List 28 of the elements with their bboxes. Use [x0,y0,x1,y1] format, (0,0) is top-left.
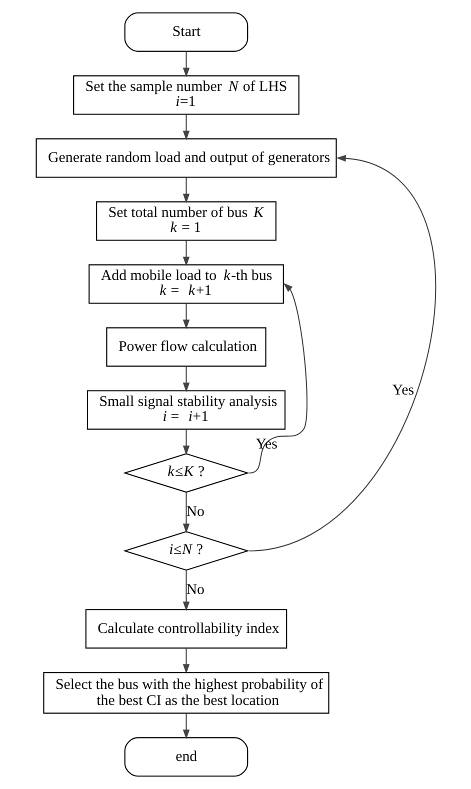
arrow [182,114,190,140]
arrow [248,282,307,474]
node-box: Select the bus with the highest probability of the best CI as the best location [42,672,329,714]
arrow [182,177,190,204]
edge-label: No [186,504,204,520]
arrow [182,492,190,534]
arrow [182,51,190,78]
arrow [182,648,190,674]
arrow [182,713,190,740]
node-box: Power flow calculation [106,327,266,367]
arrow [182,366,190,392]
edge-label: Yes [392,382,414,399]
node-box: Add mobile load to k-th bus k = k+1 [88,264,284,304]
node-box: end [124,737,248,777]
node-box: Calculate controllability index [84,609,287,649]
node-diamond: k≤K ? [122,453,249,493]
arrow [182,570,190,612]
arrow [182,303,190,330]
node-box: Set total number of bus K k = 1 [96,201,276,241]
arrow [248,154,435,552]
edge-label: No [186,582,204,598]
arrow [182,429,190,456]
node-box: Set the sample number N of LHS i=1 [72,75,299,115]
node-diamond: i≤N ? [122,531,249,571]
arrow [182,240,190,266]
node-box: Start [124,12,248,52]
node-box: Generate random load and output of generators [35,138,336,178]
node-box: Small signal stability analysis i = i+1 [86,390,286,430]
